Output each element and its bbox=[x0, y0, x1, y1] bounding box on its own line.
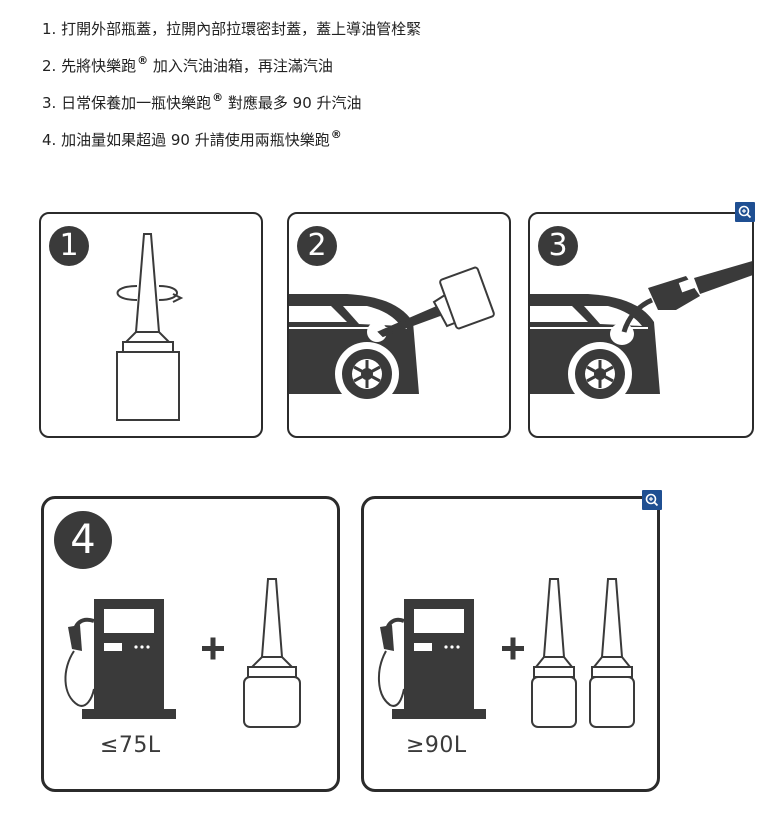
step-number-badge: 4 bbox=[54, 511, 112, 569]
instruction-item: 3. 日常保養加一瓶快樂跑® 對應最多 90 升汽油 bbox=[42, 82, 421, 119]
step-number-badge: 2 bbox=[297, 226, 337, 266]
fuel-pump-icon bbox=[378, 599, 486, 719]
bottle-icon bbox=[531, 578, 577, 728]
bottle-icon bbox=[243, 578, 301, 728]
registered-mark: ® bbox=[212, 91, 224, 104]
zoom-in-button[interactable] bbox=[642, 490, 662, 510]
step-number-badge: 1 bbox=[49, 226, 89, 266]
step-number-badge: 3 bbox=[538, 226, 578, 266]
capacity-caption: ≤75L bbox=[100, 733, 161, 758]
plus-icon bbox=[202, 637, 224, 660]
step-4-double-panel: ≥90L bbox=[361, 496, 660, 792]
instruction-text-suffix: 加入汽油油箱，再注滿汽油 bbox=[148, 57, 333, 75]
capacity-caption: ≥90L bbox=[406, 733, 467, 758]
instruction-item: 2. 先將快樂跑® 加入汽油油箱，再注滿汽油 bbox=[42, 45, 421, 82]
step-4-single-panel: 4 ≤75L bbox=[41, 496, 340, 792]
car-refuel-illustration bbox=[530, 261, 752, 406]
instruction-number: 2. bbox=[42, 57, 62, 75]
step-2-panel: 2 bbox=[287, 212, 511, 438]
fuel-pump-icon bbox=[64, 599, 176, 719]
zoom-in-button[interactable] bbox=[735, 202, 755, 222]
instruction-item: 1. 打開外部瓶蓋，拉開內部拉環密封蓋，蓋上導油管栓緊 bbox=[42, 14, 421, 45]
bottle-icon bbox=[377, 266, 495, 338]
registered-mark: ® bbox=[137, 54, 149, 67]
step-1-panel: 1 bbox=[39, 212, 263, 438]
instruction-number: 3. bbox=[42, 94, 62, 112]
instruction-text: 日常保養加一瓶快樂跑 bbox=[61, 94, 212, 112]
registered-mark: ® bbox=[330, 128, 342, 141]
zoom-in-icon bbox=[738, 205, 752, 219]
fuel-nozzle-icon bbox=[621, 261, 752, 333]
instruction-number: 1. bbox=[42, 20, 62, 38]
car-fill-illustration bbox=[289, 266, 495, 406]
car-icon bbox=[530, 294, 660, 406]
instruction-number: 4. bbox=[42, 131, 62, 149]
plus-icon bbox=[502, 637, 524, 660]
bottle-icon bbox=[589, 578, 635, 728]
instructions-list: 1. 打開外部瓶蓋，拉開內部拉環密封蓋，蓋上導油管栓緊 2. 先將快樂跑® 加入… bbox=[42, 14, 421, 156]
bottle-icon bbox=[116, 233, 180, 421]
bottle-illustration bbox=[116, 233, 184, 421]
pump-double-bottle-illustration bbox=[378, 578, 635, 728]
instruction-text: 加油量如果超過 90 升請使用兩瓶快樂跑 bbox=[61, 131, 330, 149]
instruction-item: 4. 加油量如果超過 90 升請使用兩瓶快樂跑® bbox=[42, 119, 421, 156]
pump-single-bottle-illustration bbox=[64, 578, 301, 728]
instruction-text-suffix: 對應最多 90 升汽油 bbox=[223, 94, 362, 112]
instruction-text: 先將快樂跑 bbox=[61, 57, 137, 75]
rotate-arrow-icon bbox=[116, 285, 184, 303]
car-icon bbox=[289, 294, 419, 406]
zoom-in-icon bbox=[645, 493, 659, 507]
instruction-text: 打開外部瓶蓋，拉開內部拉環密封蓋，蓋上導油管栓緊 bbox=[61, 20, 422, 38]
step-3-panel: 3 bbox=[528, 212, 754, 438]
